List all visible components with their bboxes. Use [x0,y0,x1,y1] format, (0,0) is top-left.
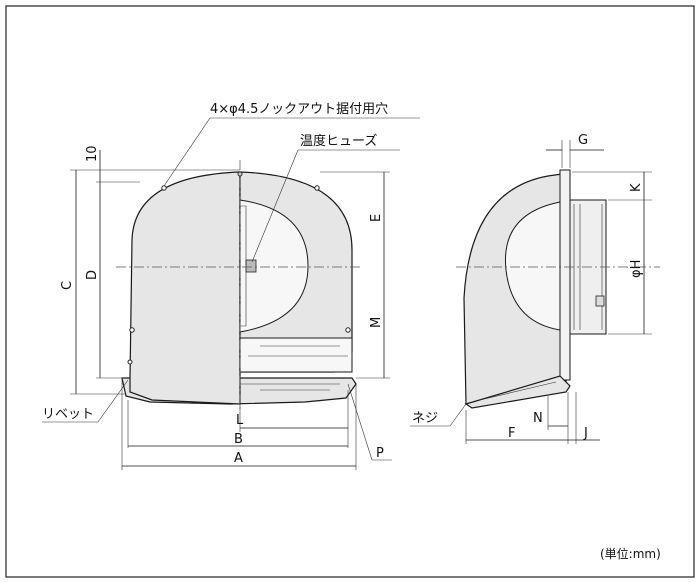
knockout-hole [129,327,135,333]
knockout-hole [161,185,167,191]
side-dimensions: G K φH F N J [465,133,652,444]
front-dimensions: C D 10 E M L B A P [60,145,392,470]
dim-label-j: J [583,426,588,441]
dim-label-m: M [369,317,384,328]
drawing-frame [5,5,695,578]
knockout-hole [314,185,320,191]
side-flange [559,169,571,381]
dim-label-p: P [376,446,384,461]
side-callouts: ネジ [410,403,467,427]
dim-label-c: C [60,281,75,290]
dim-label-d: D [85,270,100,280]
front-hood [129,171,241,405]
dim-label-h: φH [629,260,644,278]
rivet-label: リベット [42,407,94,422]
knockout-hole [345,327,351,333]
screw-label: ネジ [412,411,438,426]
fuse-label: 温度ヒューズ [300,133,377,149]
dim-label-10: 10 [85,145,100,162]
dim-label-l: L [236,413,244,428]
front-view [116,160,360,410]
dim-label-e: E [369,214,384,222]
unit-label: (単位:mm) [600,546,661,561]
dim-label-k: K [629,183,644,192]
side-louver [464,375,571,409]
dim-label-a: A [234,451,243,466]
side-view [456,169,660,409]
dim-label-g: G [578,133,588,148]
front-callouts: 4×φ4.5ノックアウト据付用穴 温度ヒューズ リベット [42,102,420,423]
side-face [504,201,561,331]
thermal-fuse [245,259,257,273]
knockout-label: 4×φ4.5ノックアウト据付用穴 [210,102,388,117]
rivet [127,359,133,365]
dim-label-b: B [234,432,243,447]
front-inner-opening [239,199,309,333]
dim-label-f: F [508,426,515,441]
dim-label-n: N [533,411,543,426]
